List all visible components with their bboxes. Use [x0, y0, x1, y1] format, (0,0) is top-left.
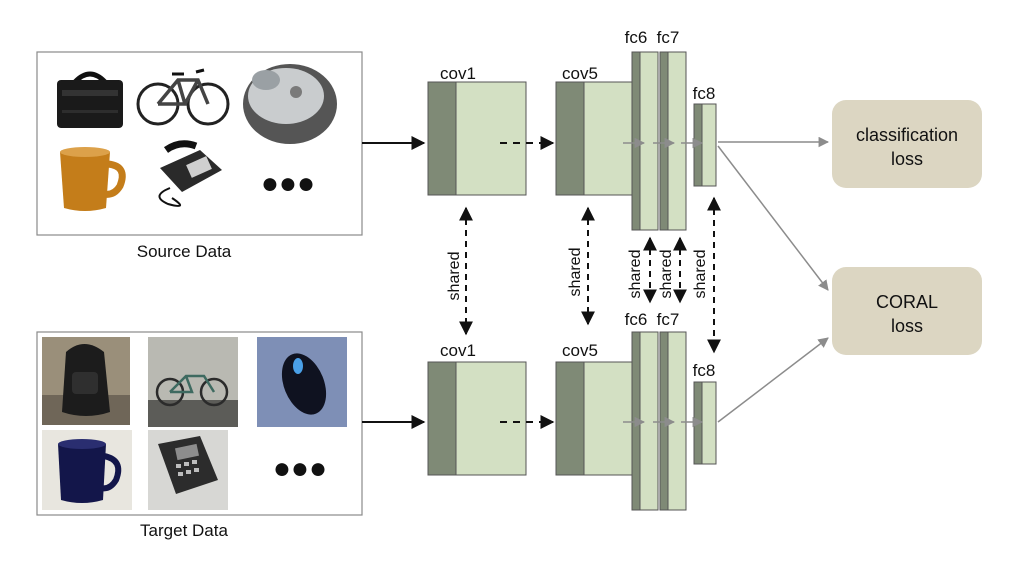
desk-phone-photo-image: [148, 430, 228, 510]
computer-mouse-photo-image: [257, 337, 347, 427]
fc7-block-target: [659, 331, 687, 511]
fc8-block-source: [693, 103, 717, 187]
conv1-label-target: cov1: [440, 341, 476, 360]
bicycle-image: [136, 68, 230, 126]
source-fc8-to-coral-arrow: [717, 145, 829, 291]
flow-arrows: [362, 136, 830, 429]
conv5-label-target: cov5: [562, 341, 598, 360]
desk-phone-image: [158, 140, 222, 207]
shared-arrows: shared shared shared shared shared: [446, 196, 721, 354]
target-panel: ●●● Target Data: [36, 331, 363, 540]
fc6-block-source: [631, 51, 659, 231]
classification-loss-line2: loss: [891, 149, 923, 169]
source-panel: ●●● Source Data: [36, 51, 363, 261]
fc7-block-source: [659, 51, 687, 231]
shared-label-fc6: shared: [627, 250, 644, 299]
target-fc8-to-coral-arrow: [717, 337, 829, 423]
laptop-bag-image: [57, 71, 123, 128]
shared-label-conv1: shared: [446, 252, 463, 301]
mug-image: [60, 147, 126, 211]
fc8-label-source: fc8: [693, 84, 716, 103]
mug-photo-image: [42, 430, 132, 510]
coral-loss-box: CORAL loss: [832, 267, 982, 355]
fc7-label-source: fc7: [657, 28, 680, 47]
network-layers: [427, 51, 717, 511]
shared-label-conv5: shared: [567, 248, 584, 297]
conv1-block-target: [427, 361, 527, 476]
conv1-block-source: [427, 81, 527, 196]
shared-label-fc7: shared: [658, 250, 675, 299]
layer-labels: cov1 cov5 fc6 fc7 fc8 cov1 cov5 fc6 fc7 …: [440, 28, 715, 380]
computer-mouse-image: [243, 64, 337, 144]
fc6-label-target: fc6: [625, 310, 648, 329]
coral-loss-line1: CORAL: [876, 292, 938, 312]
shared-label-fc8: shared: [692, 250, 709, 299]
source-more-marker: ●●●: [261, 167, 315, 200]
fc8-block-target: [693, 381, 717, 465]
target-more-marker: ●●●: [273, 452, 327, 485]
conv1-label-source: cov1: [440, 64, 476, 83]
conv5-label-source: cov5: [562, 64, 598, 83]
fc7-label-target: fc7: [657, 310, 680, 329]
classification-loss-background: [832, 100, 982, 188]
fc8-label-target: fc8: [693, 361, 716, 380]
classification-loss-box: classification loss: [832, 100, 982, 188]
backpack-image: [42, 337, 130, 425]
coral-loss-background: [832, 267, 982, 355]
bicycle-photo-image: [148, 337, 238, 427]
fc6-label-source: fc6: [625, 28, 648, 47]
classification-loss-line1: classification: [856, 125, 958, 145]
coral-loss-line2: loss: [891, 316, 923, 336]
fc6-block-target: [631, 331, 659, 511]
target-caption: Target Data: [140, 521, 228, 540]
source-caption: Source Data: [137, 242, 232, 261]
